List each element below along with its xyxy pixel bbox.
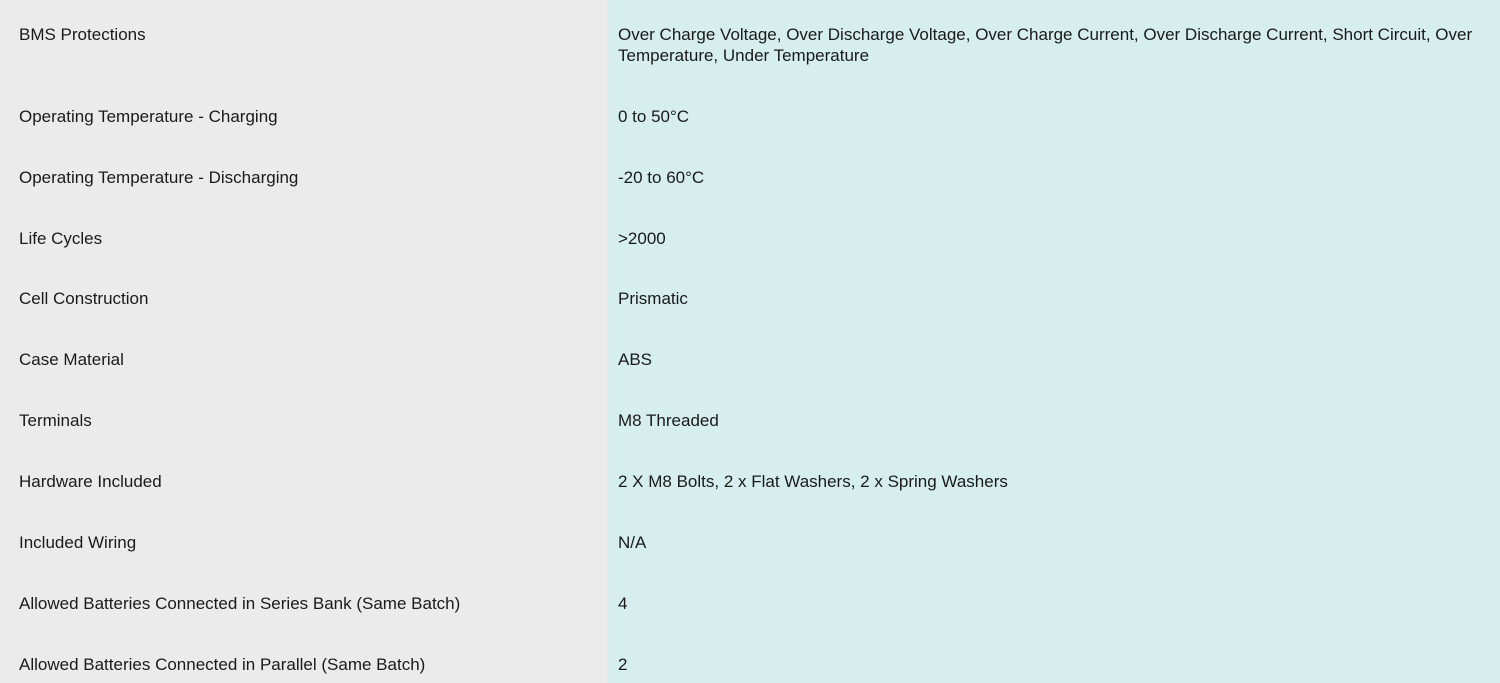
spec-value: Over Charge Voltage, Over Discharge Volt… <box>618 25 1473 65</box>
spec-label: Allowed Batteries Connected in Series Ba… <box>19 594 461 613</box>
spec-value: Prismatic <box>618 289 688 308</box>
spec-value: 2 X M8 Bolts, 2 x Flat Washers, 2 x Spri… <box>618 472 1008 491</box>
spec-value: M8 Threaded <box>618 411 719 430</box>
spec-value: 4 <box>618 594 628 613</box>
spec-value: 2 <box>618 655 628 674</box>
spec-label: Hardware Included <box>19 472 162 491</box>
spec-label: Case Material <box>19 350 124 369</box>
spec-label: Life Cycles <box>19 229 103 248</box>
spec-value: >2000 <box>618 229 666 248</box>
spec-label: Allowed Batteries Connected in Parallel … <box>19 655 426 674</box>
value-column <box>607 0 1500 683</box>
spec-label: Operating Temperature - Discharging <box>19 168 299 187</box>
spec-value: N/A <box>618 533 647 552</box>
spec-label: Terminals <box>19 411 92 430</box>
spec-label: BMS Protections <box>19 25 146 44</box>
label-column <box>0 0 607 683</box>
spec-value: -20 to 60°C <box>618 168 705 187</box>
spec-label: Included Wiring <box>19 533 137 552</box>
spec-label: Operating Temperature - Charging <box>19 107 278 126</box>
spec-value: ABS <box>618 350 653 369</box>
spec-value: 0 to 50°C <box>618 107 690 126</box>
spec-label: Cell Construction <box>19 289 149 308</box>
